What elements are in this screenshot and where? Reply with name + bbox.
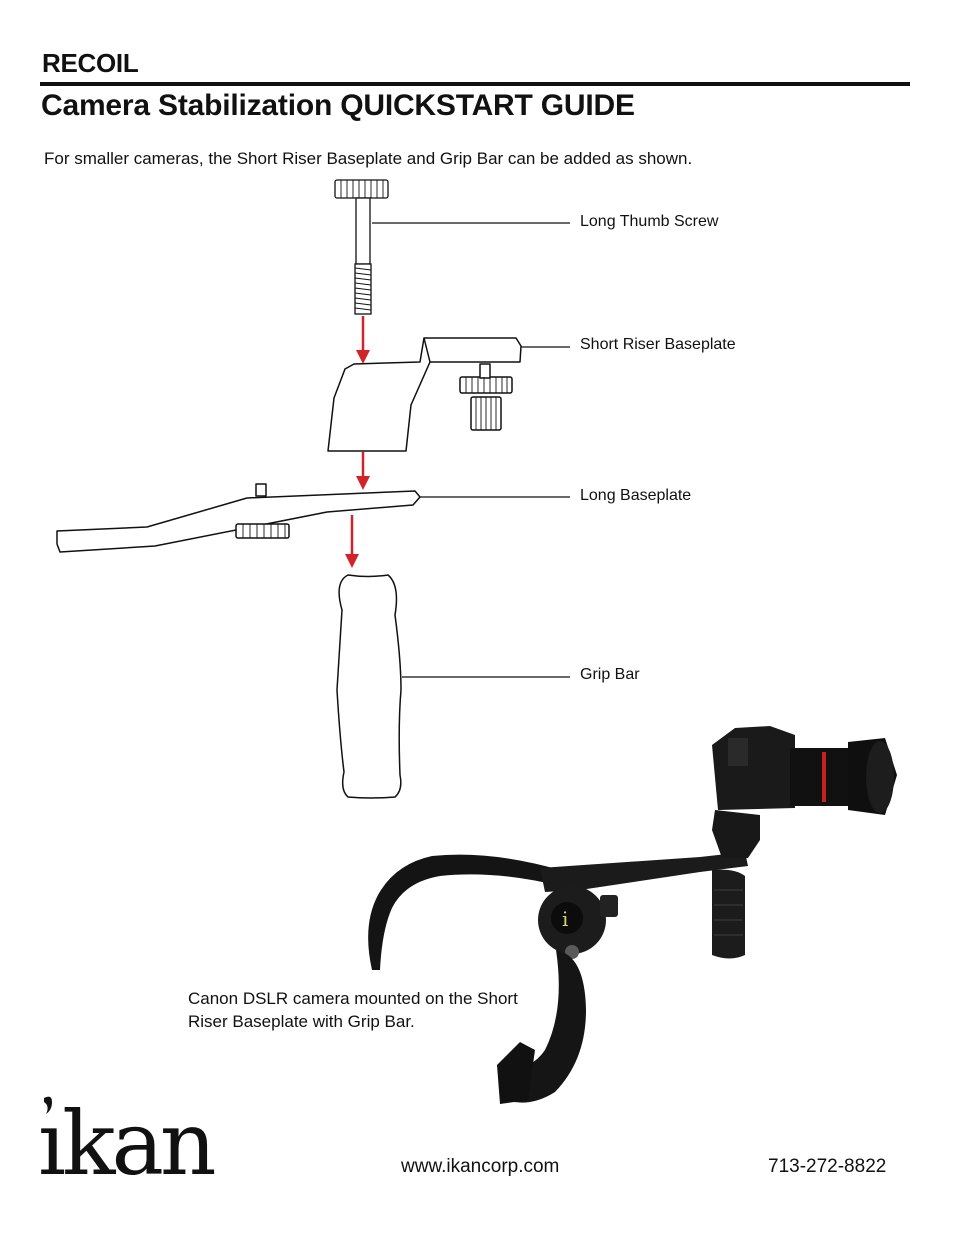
website-link[interactable]: www.ikancorp.com	[401, 1156, 560, 1177]
intro-text: For smaller cameras, the Short Riser Bas…	[44, 149, 693, 168]
ikan-logo: ıkan	[38, 1092, 219, 1195]
phone-number: 713-272-8822	[768, 1156, 887, 1177]
thumb-screw-icon	[334, 179, 389, 315]
label-grip-bar: Grip Bar	[580, 666, 640, 683]
photo-caption: Canon DSLR camera mounted on the Short R…	[188, 989, 518, 1031]
camera-rig-photo: i	[368, 726, 897, 1104]
arrow-down-icon	[345, 316, 370, 568]
label-long-thumb-screw: Long Thumb Screw	[580, 213, 719, 230]
product-name: RECOIL	[42, 48, 139, 78]
label-short-riser-baseplate: Short Riser Baseplate	[580, 336, 736, 353]
svg-text:i: i	[562, 907, 568, 931]
riser-baseplate-icon	[327, 337, 522, 452]
label-long-baseplate: Long Baseplate	[580, 487, 692, 504]
header-rule	[40, 82, 910, 86]
long-baseplate-icon	[56, 483, 421, 553]
svg-text:ıkan: ıkan	[38, 1092, 215, 1195]
page-title: Camera Stabilization QUICKSTART GUIDE	[41, 89, 635, 122]
grip-bar-icon	[336, 574, 402, 799]
